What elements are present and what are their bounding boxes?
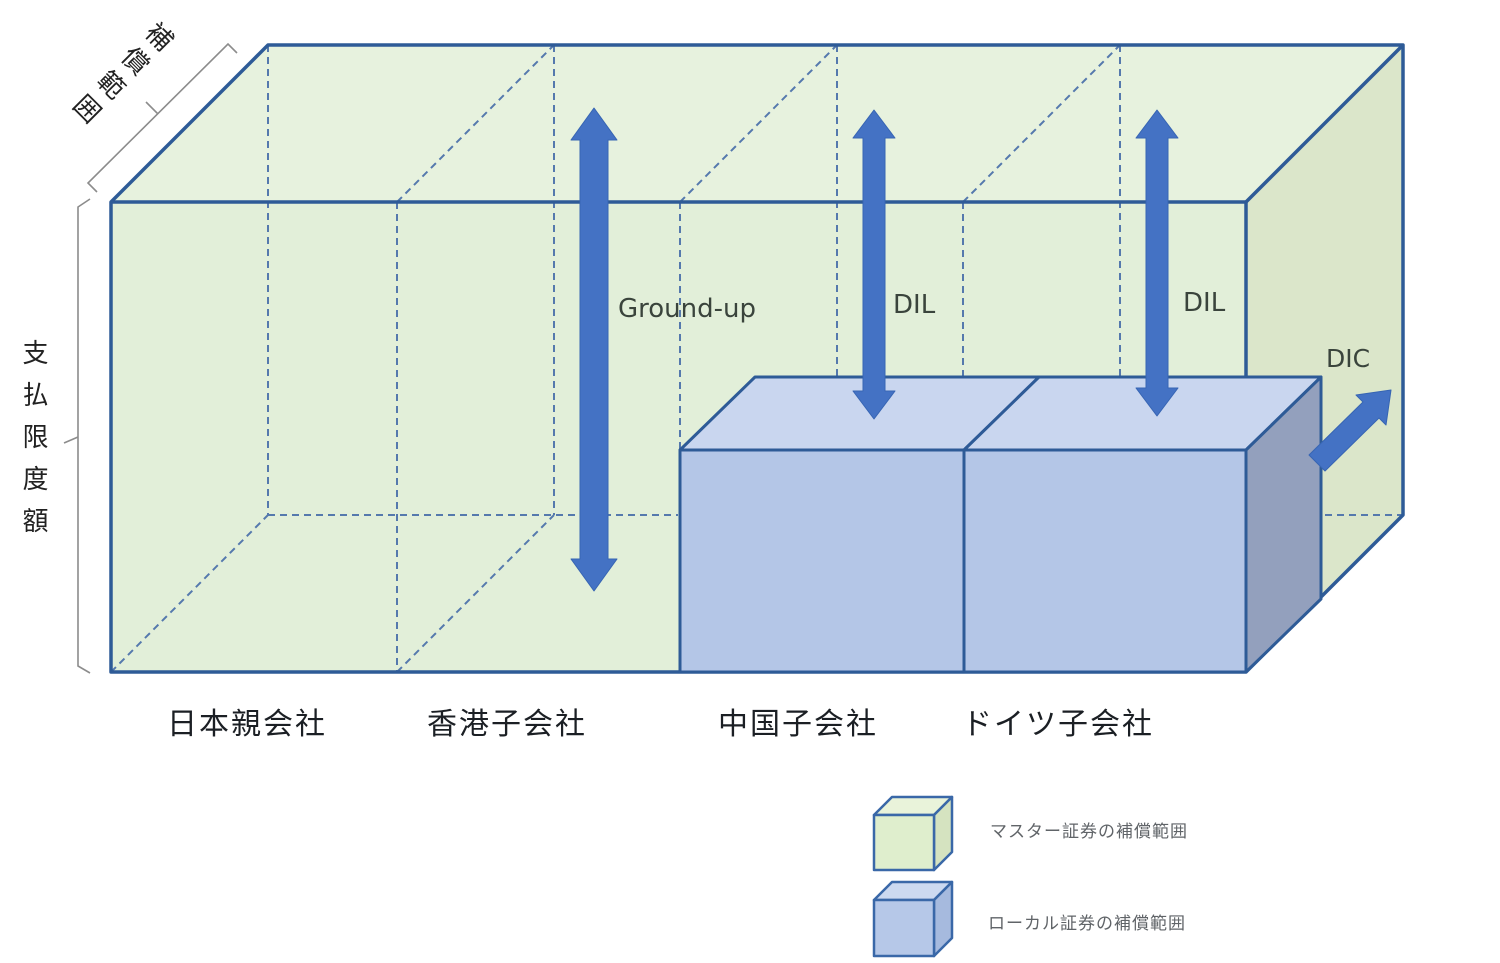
legend-master-cube-front — [872, 813, 936, 872]
master-box-outline — [109, 43, 1405, 674]
dil-china-arrow-label: DIL — [893, 290, 936, 320]
measurement-brackets — [63, 42, 238, 674]
legend-local-cube-front — [872, 898, 936, 958]
company-label-hongkong-subsidiary: 香港子会社 — [427, 707, 587, 742]
divider-top-diagonal-2 — [679, 44, 838, 203]
master-box-top-face — [111, 45, 1403, 202]
dil-arrow-china — [852, 109, 896, 420]
legend-master-policy-label: マスター証券の補償範囲 — [990, 822, 1188, 842]
coverage-scope-bracket-tick — [145, 101, 159, 115]
coverage-arrows — [570, 107, 1392, 592]
legend-local-policy-label: ローカル証券の補償範囲 — [988, 914, 1186, 934]
company-label-japan-parent: 日本親会社 — [167, 707, 327, 742]
divider-top-diagonal-1 — [396, 44, 555, 203]
legend-master-cube-icon — [872, 795, 954, 872]
divider-floor-diagonal-1 — [396, 514, 555, 673]
local-policy-boxes — [678, 375, 1323, 674]
dil-germany-arrow-label: DIL — [1183, 288, 1226, 318]
dic-arrow — [1308, 389, 1392, 472]
germany-box-front-face — [962, 448, 1248, 674]
hidden-edges-and-dividers — [110, 44, 1402, 673]
company-label-china-subsidiary: 中国子会社 — [718, 707, 878, 742]
floor-diagonal-left — [110, 514, 269, 673]
company-label-germany-subsidiary: ドイツ子会社 — [962, 707, 1154, 742]
divider-top-diagonal-3 — [962, 44, 1121, 203]
top-right-slant-edge — [1244, 43, 1405, 204]
ground-up-arrow — [570, 107, 618, 592]
ground-up-arrow-label: Ground-up — [618, 294, 756, 324]
legend-swatches — [872, 795, 954, 958]
legend-local-cube-icon — [872, 880, 954, 958]
payment-limit-bracket-tick — [63, 436, 79, 444]
payment-limit-axis-label: 支払限度額 — [18, 338, 48, 549]
dil-arrow-germany — [1135, 109, 1179, 417]
payment-limit-bracket — [77, 198, 91, 674]
china-box-front-face — [678, 448, 966, 674]
dic-arrow-label: DIC — [1326, 344, 1371, 373]
